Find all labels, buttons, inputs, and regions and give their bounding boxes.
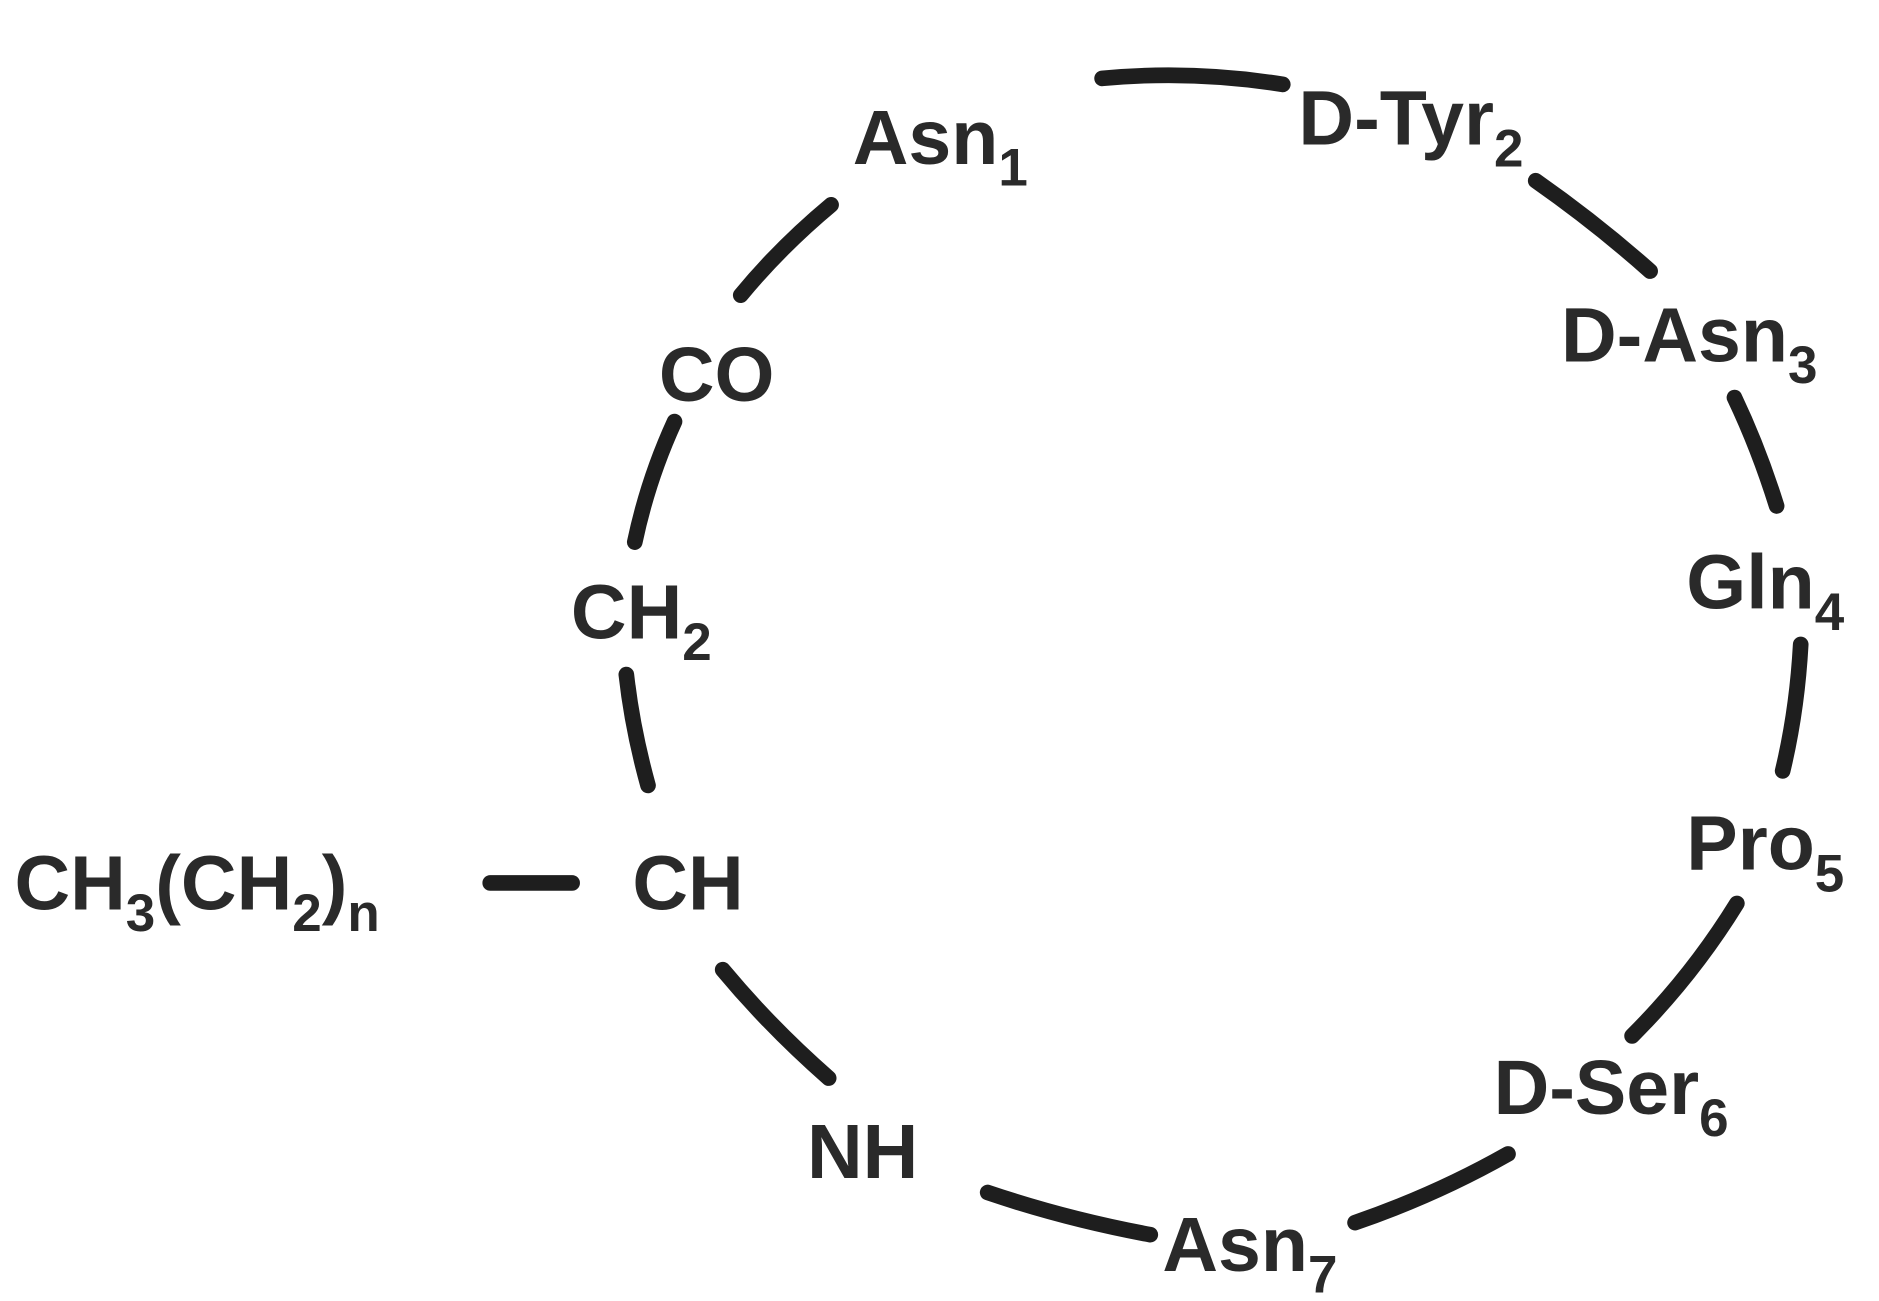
label-co: CO bbox=[659, 332, 775, 418]
label-side-chain: CH3(CH2)n bbox=[14, 840, 379, 943]
bond-dtyr2-dasn3 bbox=[1536, 181, 1650, 271]
residue-asn7: Asn7 bbox=[1162, 1202, 1337, 1301]
bond-ch-ch2 bbox=[626, 675, 648, 786]
residue-d-ser6: D-Ser6 bbox=[1494, 1045, 1729, 1148]
residue-gln4: Gln4 bbox=[1686, 539, 1844, 642]
label-ch: CH bbox=[632, 840, 743, 926]
bond-asn7-nh bbox=[988, 1193, 1151, 1235]
bond-nh-ch bbox=[723, 970, 829, 1078]
bond-pro5-dser6 bbox=[1632, 903, 1737, 1035]
bond-ch2-co bbox=[635, 422, 675, 542]
residue-pro5: Pro5 bbox=[1686, 801, 1844, 904]
label-ch2: CH2 bbox=[571, 569, 712, 672]
label-nh: NH bbox=[807, 1109, 918, 1195]
bond-co-asn1 bbox=[741, 205, 831, 295]
bond-dser6-asn7 bbox=[1355, 1154, 1508, 1223]
residue-d-asn3: D-Asn3 bbox=[1561, 292, 1817, 395]
residue-asn1: Asn1 bbox=[853, 95, 1028, 198]
bond-gln4-pro5 bbox=[1783, 644, 1801, 770]
residue-d-tyr2: D-Tyr2 bbox=[1298, 76, 1523, 179]
bond-dasn3-gln4 bbox=[1734, 398, 1776, 506]
bond-asn1-dtyr2 bbox=[1102, 75, 1283, 84]
